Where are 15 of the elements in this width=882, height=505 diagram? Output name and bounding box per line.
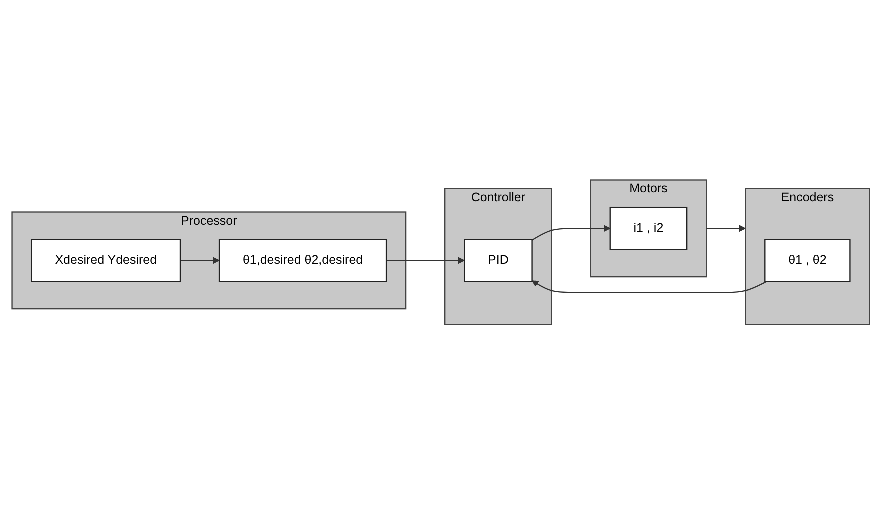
arrow [706, 225, 746, 232]
node-box [464, 239, 533, 282]
arrow [532, 225, 611, 241]
cluster [12, 212, 407, 310]
node-box [764, 239, 851, 282]
arrow [532, 280, 768, 294]
node-box [218, 239, 388, 282]
block-diagram: Motors Processor Controller Encoders i1 , i2 Xdesired Ydesired θ1,desired θ2,desired PID θ1 , θ2 [6, 174, 876, 331]
cluster [590, 180, 708, 278]
node-box [31, 239, 182, 282]
cluster [444, 188, 552, 326]
arrow [180, 257, 220, 264]
node-box [610, 207, 688, 250]
cluster [745, 188, 870, 326]
arrow [386, 257, 465, 264]
